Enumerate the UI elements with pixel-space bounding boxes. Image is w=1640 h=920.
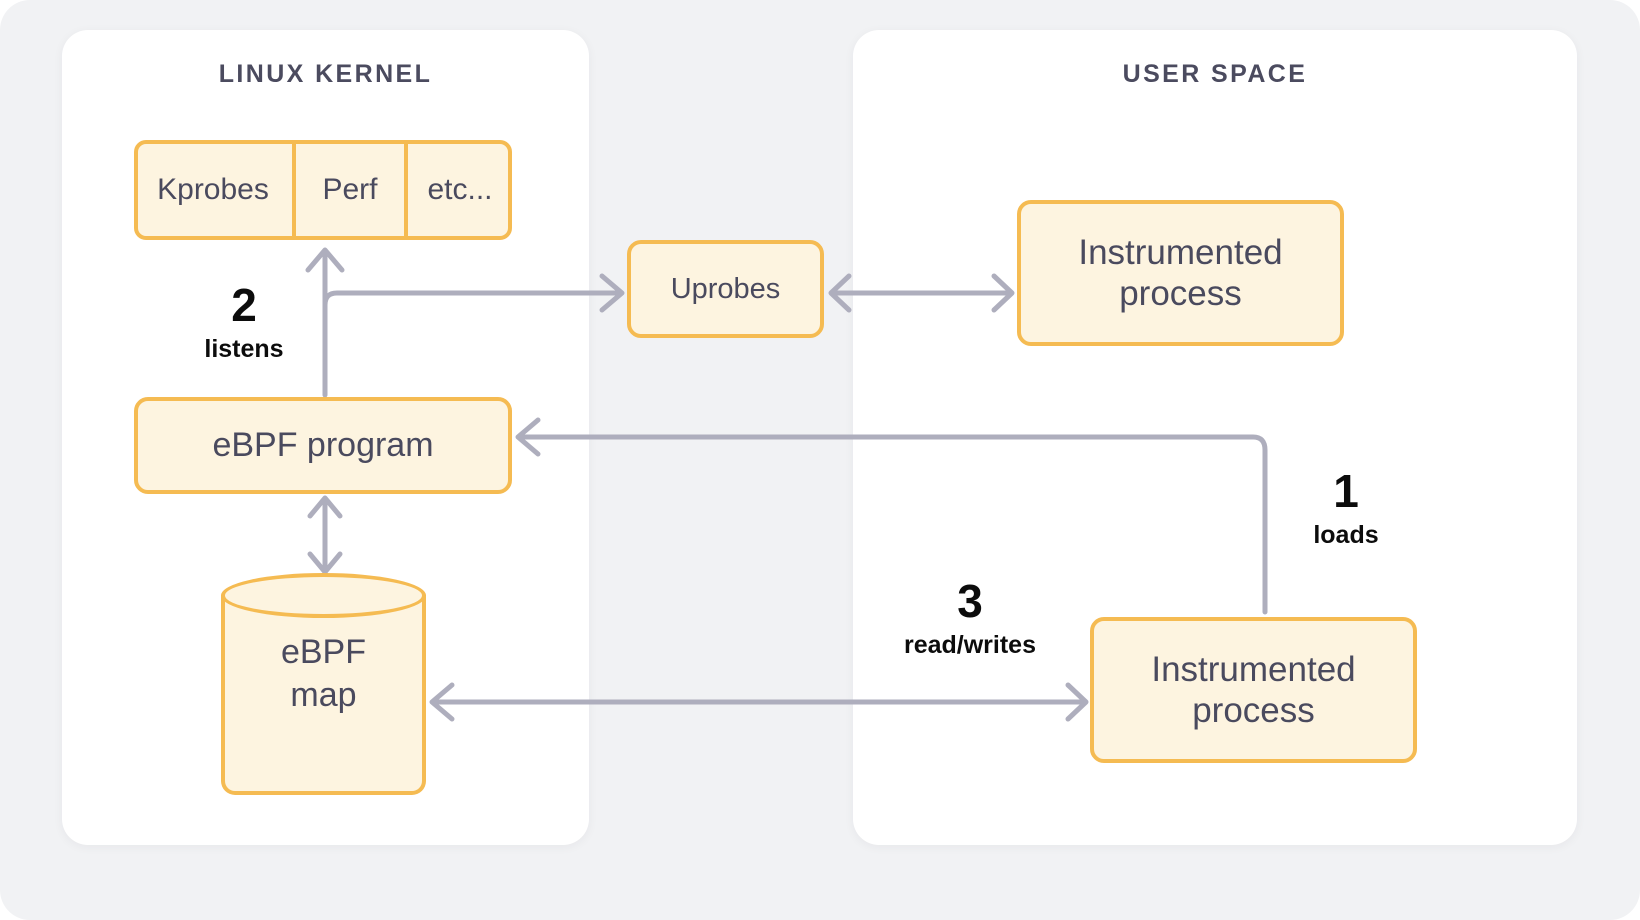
instrumented-process-top-line2: process — [1119, 274, 1242, 313]
instrumented-process-bottom-line2: process — [1192, 691, 1315, 730]
step-1-caption: loads — [1313, 521, 1379, 549]
instrumented-process-bottom-box[interactable]: Instrumented process — [1090, 617, 1417, 763]
kernel-hook-etc[interactable]: etc... — [404, 144, 512, 236]
step-3-caption: read/writes — [903, 631, 1036, 659]
panel-title-linux-kernel: LINUX KERNEL — [218, 60, 433, 88]
instrumented-process-top-box[interactable]: Instrumented process — [1017, 200, 1344, 346]
uprobes-box[interactable]: Uprobes — [627, 240, 824, 338]
step-2-caption: listens — [204, 335, 284, 363]
step-3-number: 3 — [957, 575, 983, 627]
ebpf-map-label-line2: map — [290, 675, 357, 714]
panel-title-user-space: USER SPACE — [1122, 60, 1308, 88]
cylinder-top-ellipse — [221, 573, 426, 618]
cylinder-body — [221, 595, 426, 795]
step-label-3-read-writes: 3 read/writes — [880, 578, 1060, 660]
instrumented-process-bottom-label: Instrumented process — [1151, 649, 1355, 732]
step-label-2-listens: 2 listens — [186, 282, 302, 364]
kernel-hook-kprobes[interactable]: Kprobes — [157, 173, 269, 207]
ebpf-map-label-line1: eBPF — [280, 633, 367, 671]
arrowhead-right-to-uprobes — [599, 273, 625, 313]
instrumented-process-top-label: Instrumented process — [1078, 232, 1282, 315]
instrumented-process-bottom-line1: Instrumented — [1151, 649, 1356, 689]
step-2-number: 2 — [231, 279, 257, 331]
step-label-1-loads: 1 loads — [1276, 468, 1416, 550]
arrowhead-left-to-uprobes — [828, 273, 852, 313]
kernel-hooks-group: Kprobes Perf etc... — [134, 140, 512, 240]
instrumented-process-top-line1: Instrumented — [1078, 232, 1283, 272]
ebpf-map-label: eBPF map — [221, 631, 426, 716]
ebpf-map-cylinder[interactable]: eBPF map — [221, 573, 426, 795]
kernel-hook-perf[interactable]: Perf — [292, 144, 404, 236]
step-1-number: 1 — [1333, 465, 1359, 517]
ebpf-program-box[interactable]: eBPF program — [134, 397, 512, 494]
